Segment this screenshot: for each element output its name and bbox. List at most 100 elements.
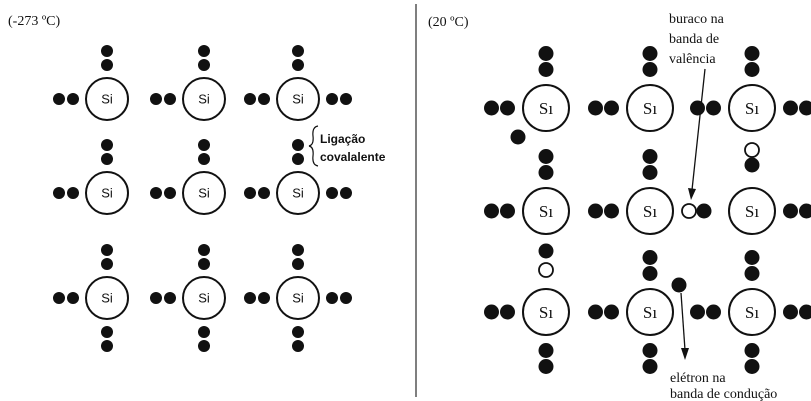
valence-electron [588, 100, 603, 116]
valence-electron [101, 326, 113, 338]
valence-electron [690, 100, 705, 116]
valence-electron [292, 258, 304, 270]
valence-electron [588, 203, 603, 219]
atom-label: Sı [745, 99, 759, 118]
valence-electron [538, 343, 554, 358]
valence-electron [642, 46, 658, 61]
valence-electron [783, 203, 798, 219]
valence-electron [198, 244, 210, 256]
silicon-atom [728, 187, 776, 235]
valence-electron [484, 203, 499, 219]
valence-electron [744, 266, 760, 281]
valence-electron [484, 304, 499, 320]
valence-electron [150, 187, 162, 199]
silicon-atom [728, 288, 776, 336]
valence-electron [690, 304, 705, 320]
valence-electron [101, 59, 113, 71]
valence-electron [244, 292, 256, 304]
silicon-atom [182, 171, 226, 215]
valence-electron [164, 292, 176, 304]
bond-annotation-line-1: Ligação [320, 132, 365, 146]
silicon-atom [276, 77, 320, 121]
valence-electron [101, 45, 113, 57]
valence-electron [538, 243, 554, 259]
valence-electron [292, 139, 304, 151]
valence-electron [326, 187, 338, 199]
valence-electron [642, 165, 658, 180]
valence-electron [744, 157, 760, 173]
atom-label: Si [292, 291, 304, 306]
valence-electron [799, 100, 811, 116]
valence-electron [642, 149, 658, 164]
bond-annotation-line-2: covalalente [320, 150, 386, 164]
valence-electron [101, 258, 113, 270]
hole-annotation-line-2: banda de [669, 32, 719, 47]
atom-label: Sı [539, 202, 553, 221]
valence-electron [150, 93, 162, 105]
hole-annotation-line-1: buraco na [669, 12, 725, 27]
valence-electron [67, 187, 79, 199]
atom-label: Sı [745, 303, 759, 322]
atom-label: Sı [539, 99, 553, 118]
atom-label: Sı [745, 202, 759, 221]
valence-electron [67, 93, 79, 105]
atom-label: Si [101, 92, 113, 107]
atom-label: Si [292, 92, 304, 107]
valence-electron [164, 93, 176, 105]
valence-electron [198, 45, 210, 57]
atom-label: Sı [539, 303, 553, 322]
valence-electron [292, 340, 304, 352]
silicon-atom [276, 276, 320, 320]
silicon-atom [85, 171, 129, 215]
electron-annotation-line-1: elétron na [670, 371, 726, 386]
valence-electron [53, 187, 65, 199]
silicon-atom [728, 84, 776, 132]
atom-label: Sı [643, 303, 657, 322]
valence-electron [538, 46, 554, 61]
hole [744, 142, 760, 158]
valence-electron [101, 340, 113, 352]
silicon-atom [522, 288, 570, 336]
valence-electron [198, 59, 210, 71]
hole [681, 203, 697, 219]
bond-brace [308, 125, 319, 167]
atom-label: Si [292, 186, 304, 201]
valence-electron [67, 292, 79, 304]
right-temperature-label: (20 ºC) [428, 15, 469, 30]
valence-electron [783, 304, 798, 320]
silicon-atom [182, 77, 226, 121]
valence-electron [101, 153, 113, 165]
valence-electron [604, 203, 619, 219]
valence-electron [244, 187, 256, 199]
valence-electron [642, 359, 658, 374]
free-electron [671, 277, 687, 293]
valence-electron [258, 93, 270, 105]
valence-electron [500, 100, 515, 116]
valence-electron [340, 187, 352, 199]
valence-electron [642, 266, 658, 281]
valence-electron [292, 153, 304, 165]
valence-electron [198, 326, 210, 338]
silicon-atom [522, 187, 570, 235]
valence-electron [258, 292, 270, 304]
electron-annotation-line-2: banda de condução [670, 387, 777, 401]
valence-electron [642, 62, 658, 77]
valence-electron [244, 93, 256, 105]
valence-electron [164, 187, 176, 199]
valence-electron [799, 304, 811, 320]
silicon-atom [85, 77, 129, 121]
valence-electron [53, 292, 65, 304]
silicon-atom [522, 84, 570, 132]
valence-electron [706, 304, 721, 320]
valence-electron [292, 45, 304, 57]
valence-electron [706, 100, 721, 116]
valence-electron [101, 139, 113, 151]
valence-electron [538, 149, 554, 164]
valence-electron [500, 304, 515, 320]
valence-electron [258, 187, 270, 199]
